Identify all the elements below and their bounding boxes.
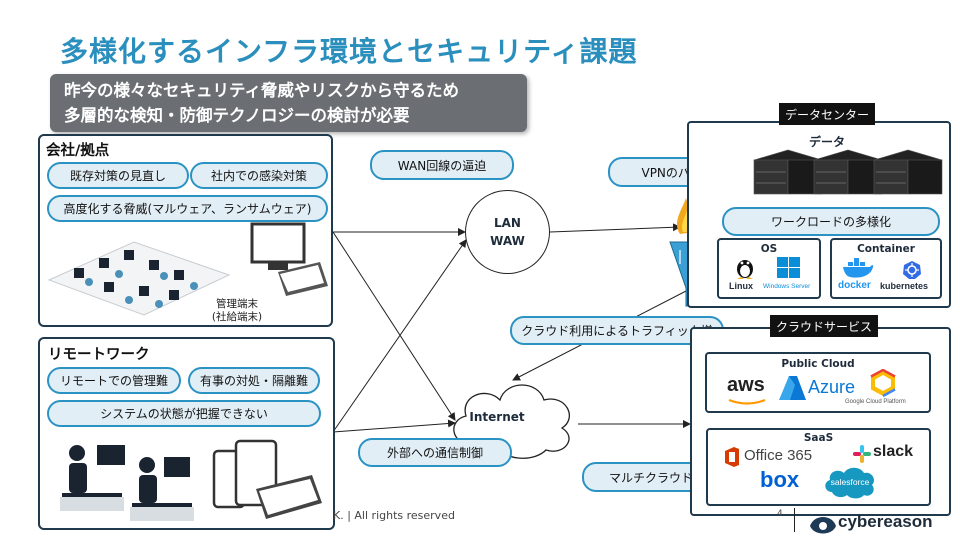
kubernetes-logo-text: kubernetes: [880, 281, 929, 291]
internet-label: Internet: [469, 410, 525, 424]
office365-logo-text: Office 365: [744, 447, 813, 464]
terminal-line-1: 管理端末: [216, 298, 258, 310]
footer-divider: [794, 508, 795, 532]
pill-remote-management: リモートでの管理難: [47, 367, 181, 394]
line-remote-to-internet: [332, 419, 456, 433]
pill-internal-infection: 社内での感染対策: [190, 162, 328, 189]
salesforce-cloud-icon: [825, 467, 875, 499]
public-cloud-title: Public Cloud: [781, 358, 855, 370]
salesforce-logo-text: salesforce: [830, 477, 870, 487]
public-cloud-box: Public Cloud aws Azure Google Cloud Plat…: [705, 352, 931, 413]
office-title: 会社/拠点: [46, 143, 110, 159]
pill-review-existing: 既存対策の見直し: [47, 162, 189, 189]
banner-line-1: 昨今の様々なセキュリティ脅威やリスクから守るため: [64, 81, 460, 100]
pill-workload-diversity: ワークロードの多様化: [722, 207, 940, 236]
lan-label: LAN: [494, 216, 521, 230]
aws-logo-text: aws: [727, 374, 765, 396]
terminal-line-2: (社給端末): [211, 311, 263, 323]
line-remote-to-lan: [332, 239, 467, 433]
slack-logo-text: slack: [873, 443, 914, 460]
data-label: データ: [809, 135, 846, 149]
pill-incident-isolation: 有事の対処・隔離難: [188, 367, 320, 394]
lan-waw-node: LAN WAW: [465, 190, 550, 274]
admin-terminal-label: 管理端末 (社給端末): [197, 298, 277, 324]
line-lan-to-datacenter: [549, 223, 681, 233]
remote-title: リモートワーク: [48, 347, 150, 363]
datacenter-tag: データセンター: [779, 103, 875, 125]
cloud-services-tag: クラウドサービス: [770, 315, 878, 337]
container-box: Container docker kubernetes: [830, 238, 942, 299]
os-title: OS: [760, 243, 778, 255]
gcp-hexagon-icon: [870, 369, 896, 397]
office-floor-illustration: [47, 241, 231, 316]
container-title: Container: [857, 243, 915, 255]
cybereason-mark-icon: [810, 517, 836, 534]
pill-wan-congestion: WAN回線の逼迫: [370, 150, 514, 180]
page-title: 多様化するインフラ環境とセキュリティ課題: [60, 35, 638, 68]
tablet-laptop-icon: [212, 439, 322, 519]
line-office-to-internet: [332, 231, 456, 421]
box-logo-text: box: [760, 467, 800, 492]
aws-smile-icon: [728, 398, 766, 405]
slack-logo-icon: [853, 445, 871, 463]
windows-server-logo-text: Windows Server: [763, 283, 811, 290]
azure-logo-icon: [779, 376, 806, 400]
os-box: OS Linux Windows Server: [717, 238, 821, 299]
copyright-text: K. | All rights reserved: [333, 509, 455, 522]
remote-worker-illustration: [60, 445, 194, 521]
remote-panel: リモートワーク リモートでの管理難 有事の対処・隔離難 システムの状態が把握でき…: [38, 337, 335, 530]
docker-logo-text: docker: [838, 280, 871, 291]
laptop-desktop-icon: [250, 222, 328, 296]
office-panel: 会社/拠点 既存対策の見直し 社内での感染対策 高度化する脅威(マルウェア、ラン…: [38, 134, 333, 327]
banner-line-2: 多層的な検知・防御テクノロジーの検討が必要: [64, 106, 410, 125]
summary-banner: 昨今の様々なセキュリティ脅威やリスクから守るため 多層的な検知・防御テクノロジー…: [50, 74, 527, 132]
office365-logo-icon: [725, 447, 739, 467]
pill-system-status: システムの状態が把握できない: [47, 400, 321, 427]
cybereason-brand-text: cybereason: [838, 512, 933, 531]
page-number: 4: [777, 509, 783, 519]
pill-advanced-threats: 高度化する脅威(マルウェア、ランサムウェア): [47, 195, 328, 222]
windows-logo-icon: [777, 257, 800, 278]
server-rack-icon: [752, 149, 944, 195]
kubernetes-helm-icon: [903, 261, 921, 279]
saas-title: SaaS: [803, 432, 834, 444]
docker-whale-icon: [843, 258, 874, 278]
linux-tux-icon: [737, 260, 753, 279]
saas-box: SaaS Office 365 slack box salesforce: [706, 428, 931, 506]
pill-outbound-control: 外部への通信制御: [358, 438, 512, 467]
waw-label: WAW: [490, 234, 525, 248]
linux-logo-text: Linux: [729, 281, 753, 291]
gcp-logo-text: Google Cloud Platform: [845, 399, 906, 405]
azure-logo-text: Azure: [808, 377, 856, 397]
pill-cloud-traffic: クラウド利用によるトラフィック増: [510, 316, 724, 345]
